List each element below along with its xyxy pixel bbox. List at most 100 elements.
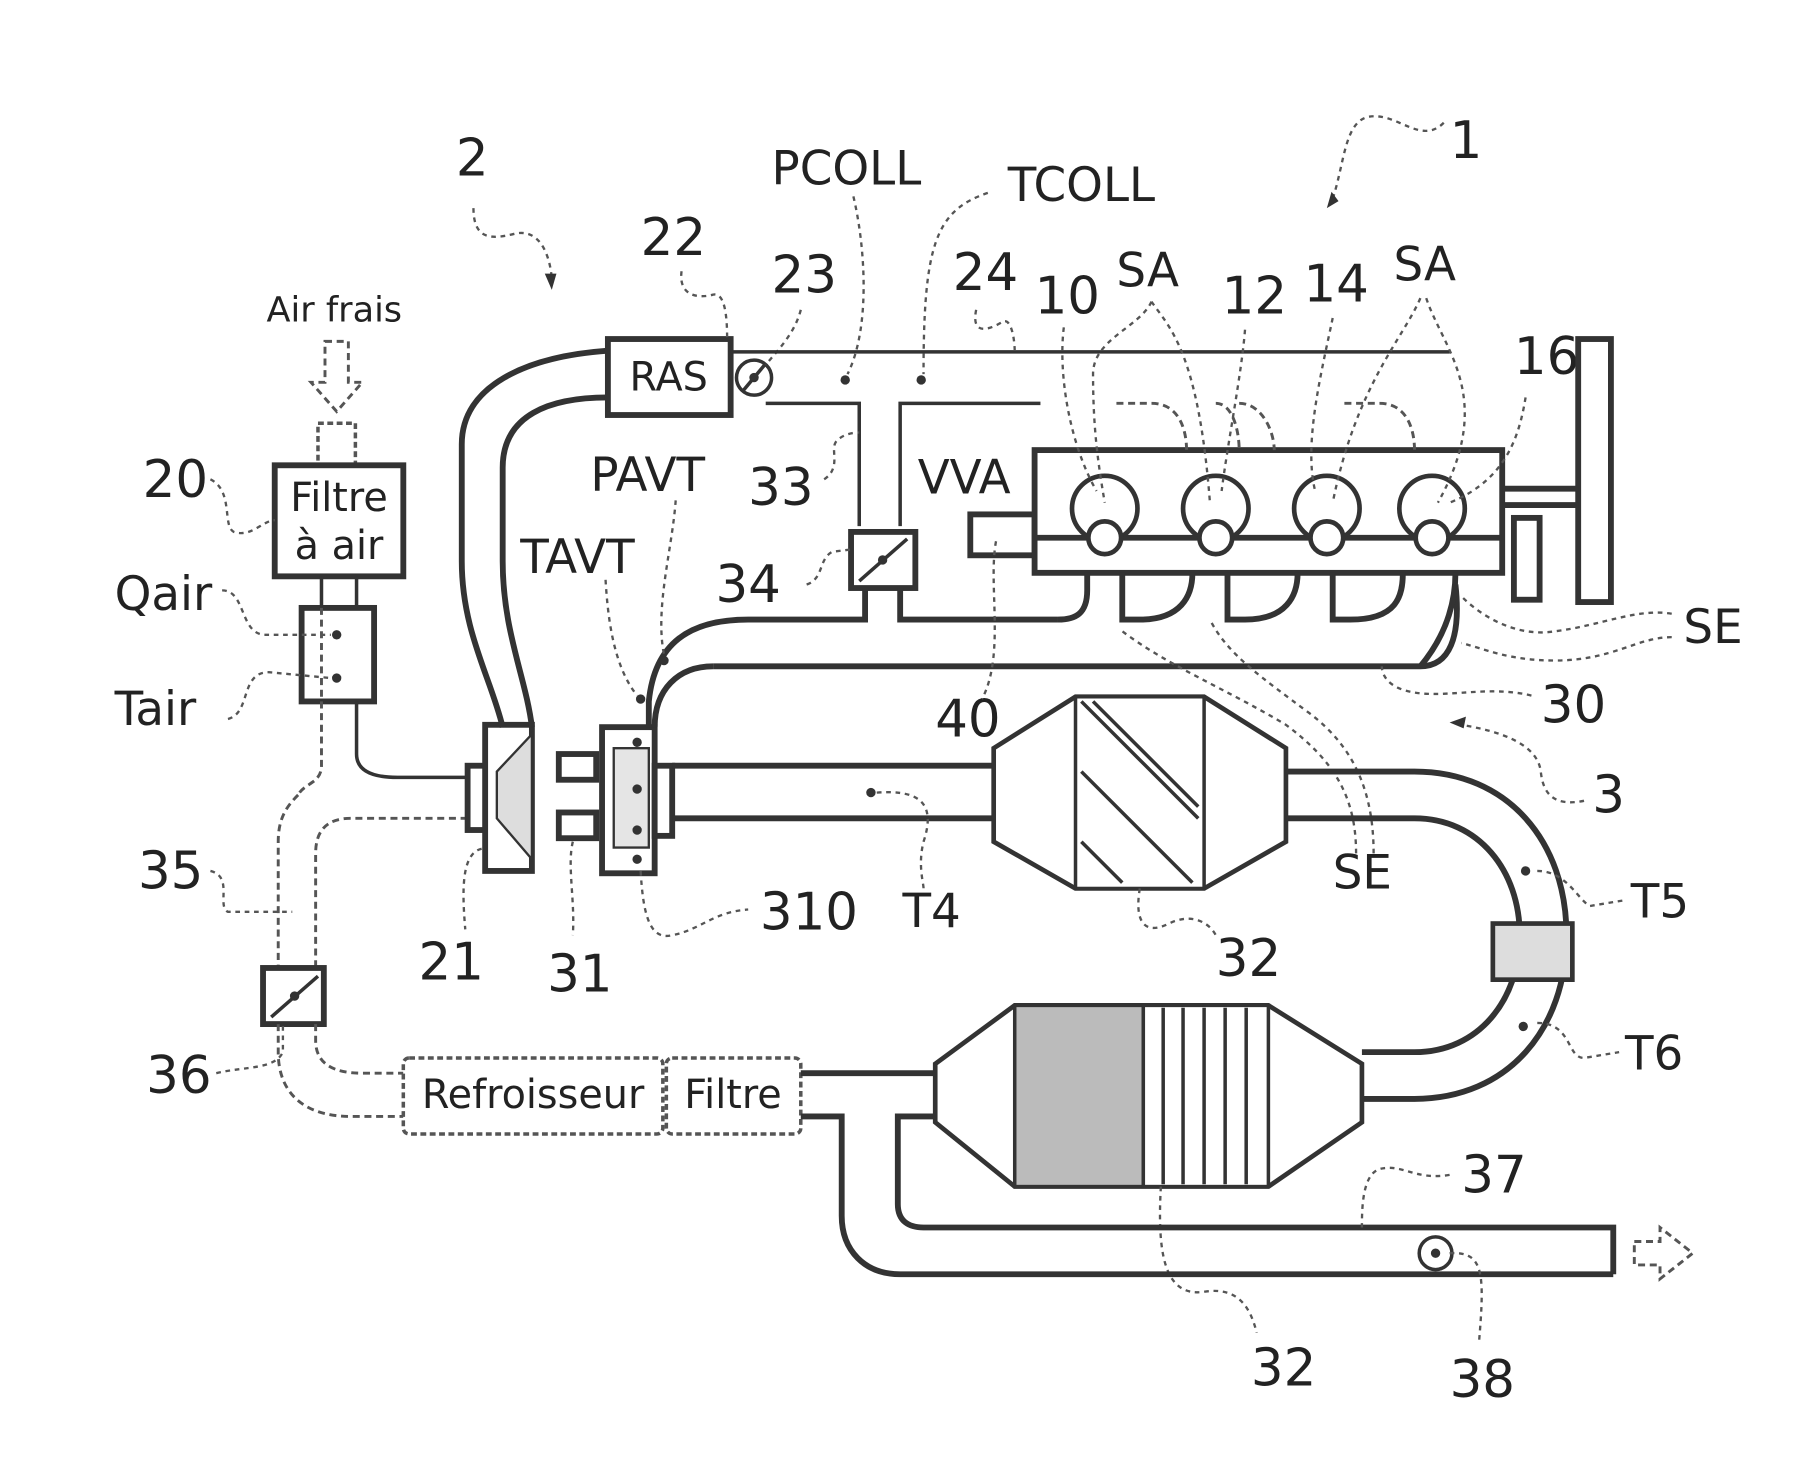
- turbo-shaft-upper: [555, 751, 600, 783]
- ref-21-label: 21: [419, 933, 484, 993]
- leader-line: [660, 500, 677, 655]
- cylinder-1: [1069, 473, 1140, 557]
- lp-egr-valve: 36: [146, 965, 404, 1118]
- t5-sensor-dot: [1520, 866, 1531, 876]
- engine-block: [1031, 401, 1506, 669]
- ref-1-label: 1: [1450, 111, 1483, 171]
- hp-egr-pipe-outer: [645, 588, 869, 728]
- turbine-wheel: [612, 747, 650, 849]
- cylinder-3: [1291, 473, 1362, 557]
- compressor: 21: [419, 721, 535, 993]
- fresh-air-label: Air frais: [267, 289, 403, 330]
- particulate-sensor-block: [1490, 921, 1575, 982]
- leader-line: [215, 1024, 285, 1075]
- egr-cooler-label: Refroisseur: [422, 1072, 645, 1118]
- egr-cooler: Refroisseur: [401, 1056, 665, 1136]
- ref-31-label: 31: [547, 944, 612, 1004]
- leader-line: [462, 847, 483, 930]
- air-filter: Filtre à air 20: [143, 450, 407, 580]
- inlet-arrow-icon: [307, 339, 366, 414]
- tcoll-sensor-dot: [916, 375, 926, 385]
- turbine: 31 310: [547, 724, 858, 1004]
- leader-line: [1091, 300, 1212, 503]
- exhaust-outlet-arrow-icon: [1632, 1224, 1696, 1282]
- leader-line: [1461, 723, 1585, 804]
- cylinder-4: [1396, 473, 1468, 557]
- cylinder-2: [1180, 473, 1251, 557]
- ref-2-label: 2: [456, 128, 489, 188]
- ref-35-label: 35: [138, 841, 203, 901]
- leader-line: [209, 478, 275, 535]
- particulate-filter-core: [1012, 1003, 1146, 1189]
- pavt-label: PAVT: [590, 449, 705, 503]
- tailpipe: [894, 1113, 1617, 1275]
- leader-line: [1537, 869, 1626, 908]
- leader-line: [1121, 619, 1375, 854]
- leader-line: [1537, 1021, 1620, 1060]
- ref-24-label: 24: [953, 243, 1018, 303]
- ras-box: [604, 336, 734, 418]
- ref-12-label: 12: [1222, 266, 1287, 326]
- wastegate-dot-1: [632, 737, 642, 748]
- intake-manifold-bottom: [765, 401, 1041, 527]
- egr-filter-box: [664, 1056, 803, 1136]
- egr-filter: Filtre: [664, 1056, 803, 1136]
- ref-10-label: 10: [1035, 266, 1100, 326]
- arrow-head-icon: [1449, 716, 1466, 729]
- catalyst-2: 32: [932, 1003, 1365, 1398]
- lp-egr-inner: [314, 816, 468, 971]
- egr-cooler-box: [401, 1056, 665, 1136]
- leader-line: [1158, 1186, 1258, 1333]
- leader-line: [680, 271, 729, 340]
- t5-label: T5: [1630, 876, 1689, 930]
- valve-pivot: [289, 991, 300, 1001]
- exhaust-valve: [1197, 519, 1235, 557]
- ref-40-label: 40: [935, 690, 1000, 750]
- egr-filter-label: Filtre: [684, 1072, 782, 1118]
- t4-label: T4: [901, 885, 960, 939]
- intake-duct-lower: [296, 701, 323, 796]
- intake-duct-upper: [354, 701, 468, 780]
- valve-pivot: [877, 555, 888, 565]
- vva-label: VVA: [918, 451, 1011, 505]
- ref-20-label: 20: [143, 450, 208, 510]
- egr-takeoff-pipe: [800, 1070, 1614, 1278]
- ref-14-label: 14: [1303, 255, 1368, 315]
- leader-line: [806, 548, 852, 586]
- tair-sensor-dot: [332, 673, 342, 683]
- t4-sensor-dot: [866, 787, 876, 798]
- wastegate-dot-2: [632, 784, 642, 794]
- lp-egr-pipe-upper: [314, 1024, 404, 1075]
- leader-line: [1380, 666, 1532, 697]
- exhaust-flap-pivot: [1430, 1248, 1441, 1258]
- qair-sensor-dot: [332, 630, 342, 640]
- t6-label: T6: [1624, 1028, 1683, 1082]
- ref-34-label: 34: [715, 555, 780, 615]
- ref-22-label: 22: [641, 208, 706, 268]
- tair-label: Tair: [114, 683, 197, 737]
- leader-line: [1360, 1166, 1450, 1228]
- t6-sensor-dot: [1518, 1021, 1528, 1032]
- qair-label: Qair: [115, 568, 213, 622]
- duct-segment: [319, 576, 359, 608]
- arrow-head-icon: [1326, 191, 1339, 209]
- se-label-1: SE: [1683, 601, 1742, 655]
- valve-actuation: VVA 40: [918, 451, 1038, 750]
- leader-line: [876, 791, 929, 889]
- lp-egr-outer: [276, 793, 300, 971]
- pcoll-sensor-dot: [840, 375, 850, 385]
- leader-line: [569, 841, 575, 936]
- air-filter-box: [271, 462, 407, 580]
- ref-32-label-1: 32: [1216, 929, 1281, 989]
- leader-line: [210, 869, 293, 914]
- hp-egr-pipe-top: [897, 588, 1058, 623]
- crankshaft: [1502, 485, 1579, 508]
- inlet-duct: [316, 421, 358, 468]
- exhaust-pipe-bend: [651, 663, 714, 728]
- catalyst-2-hatch: [1161, 1007, 1248, 1185]
- boost-pipe-outer: [458, 347, 609, 728]
- sa-label-2: SA: [1393, 239, 1456, 293]
- charge-air-cooler: RAS 22: [604, 208, 734, 418]
- air-filter-label-2: à air: [295, 523, 384, 569]
